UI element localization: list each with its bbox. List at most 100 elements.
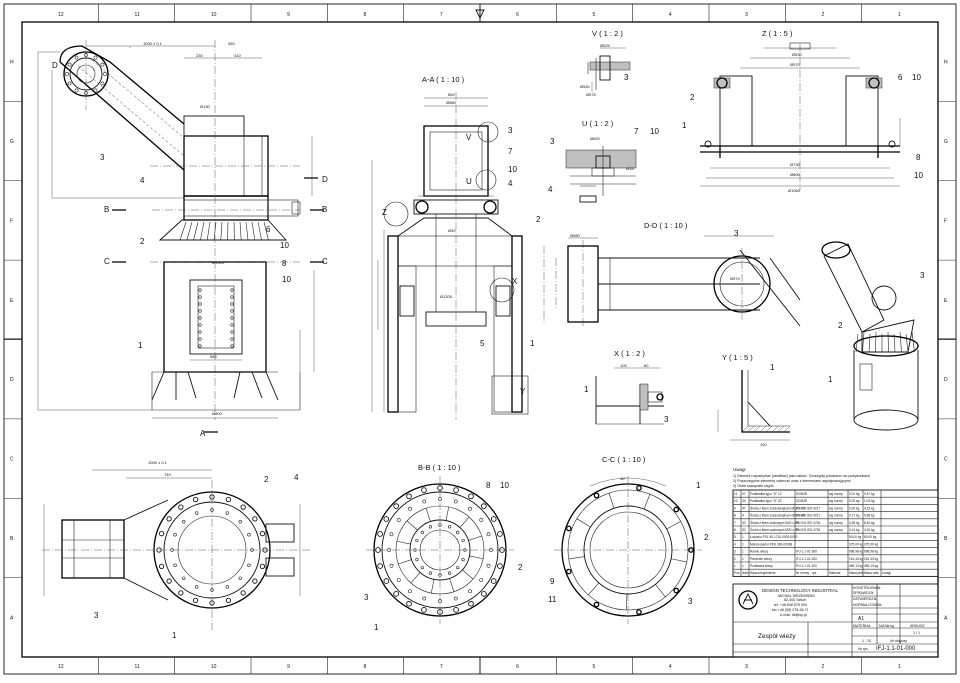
- bb-inner-bolt: [421, 566, 424, 569]
- column-number-bottom: 7: [440, 664, 443, 670]
- bom-cell: 1: [742, 550, 744, 554]
- bb-mid-bolt: [397, 518, 400, 521]
- topview-bolt-inner: [195, 586, 198, 589]
- bom-cell: 11: [734, 492, 738, 496]
- bb-inner-bolt: [429, 572, 432, 575]
- bom-cell: Podstawa wiezy: [750, 564, 773, 568]
- bb-part-1: 1: [374, 623, 379, 632]
- bb-mid-bolt: [454, 500, 457, 503]
- bb-mid-bolt: [390, 533, 393, 536]
- bb-outer-bolt: [378, 564, 383, 569]
- column-number-bottom: 5: [593, 664, 596, 670]
- row-letter-left: D: [10, 377, 14, 383]
- bom-cell: PN-EN ISO 4762: [796, 528, 820, 532]
- bom-cell: 0,68 kg: [864, 514, 875, 518]
- arm-flange-bolt: [75, 89, 78, 92]
- topview-bolt: [226, 497, 230, 501]
- detail-z-view: [700, 43, 900, 190]
- bom-cell: 375,00 kg: [864, 542, 878, 546]
- ring-rib: [187, 222, 192, 240]
- cc-rib: [644, 494, 650, 509]
- bb-inner-bolt: [429, 526, 432, 529]
- topview-bolt: [193, 497, 197, 501]
- cc-part-2: 2: [704, 533, 709, 542]
- notes-heading: Uwagi: [733, 467, 746, 472]
- label-d-right: D: [322, 175, 328, 184]
- bom-cell: 1,04 kg: [864, 499, 875, 503]
- bb-rib: [450, 578, 454, 591]
- bom-cell: 0,03 kg: [849, 499, 860, 503]
- dd-part-3: 3: [734, 229, 739, 238]
- bom-cell: Śruba z łbem walcowym M20 x 80: [750, 520, 799, 525]
- bb-rib: [468, 536, 481, 540]
- ring-rib: [200, 222, 204, 240]
- part-10-main-b: 10: [282, 275, 291, 284]
- aa-dim-d1200: Ø1200: [440, 294, 453, 299]
- bb-inner-bolt: [448, 572, 451, 575]
- hatch-bolt: [231, 310, 234, 313]
- hatch-bolt: [231, 317, 234, 320]
- topview-bolt: [241, 591, 245, 595]
- column-number-top: 2: [822, 12, 825, 18]
- hatch-bolt: [231, 289, 234, 292]
- topview-bolt: [179, 505, 183, 509]
- row-letter-left: C: [10, 457, 14, 463]
- topview-bolt: [193, 598, 197, 602]
- dim-main-1000: 1000 ± 0,1: [143, 41, 163, 46]
- column-number-top: 9: [287, 12, 290, 18]
- hatch-bolt: [231, 331, 234, 334]
- role-3: ZATWIERDZIŁ: [853, 597, 877, 601]
- column-number-top: 11: [135, 12, 140, 18]
- aa-part-7: 7: [508, 147, 513, 156]
- bom-cell: 8: [734, 514, 736, 518]
- arm-flange-bolt: [68, 63, 71, 66]
- bb-mid-bolt: [408, 507, 411, 510]
- column-number-top: 5: [593, 12, 596, 18]
- hatch-bolt: [199, 310, 202, 313]
- iso-rib: [876, 332, 877, 352]
- bb-mid-bolt: [480, 578, 483, 581]
- topview-bolt: [159, 564, 163, 568]
- column-number-top: 7: [440, 12, 443, 18]
- dim-main-d1300: Ø1300: [212, 260, 225, 265]
- bb-outer-bolt: [407, 601, 412, 606]
- bom-cell: PN-EN ISO 4762: [796, 521, 820, 525]
- bom-header-cell: Wyszczególnienie: [750, 571, 776, 575]
- bom-cell: 0,09 kg: [849, 506, 860, 510]
- cc-anchor-bolt: [637, 610, 641, 614]
- v-dim-d540: Ø540: [580, 84, 591, 89]
- label-b-right: B: [322, 205, 327, 214]
- cc-rib: [609, 493, 614, 508]
- bom-cell: 10: [734, 499, 738, 503]
- bom-cell: 1: [742, 535, 744, 539]
- bb-rib: [460, 517, 469, 527]
- y-part-1: 1: [770, 363, 775, 372]
- bom-cell: wg normy: [829, 528, 843, 532]
- scale-value: 1 : 10: [862, 639, 871, 643]
- z-dim-d530: Ø530: [792, 52, 803, 57]
- hatch-bolt: [199, 289, 202, 292]
- ring-rib: [246, 222, 248, 240]
- row-letter-right: D: [944, 377, 948, 383]
- topview-bolt: [179, 591, 183, 595]
- bom-header-cell: Nr normy - rys.: [796, 571, 817, 575]
- topview-bolt: [253, 579, 257, 583]
- hatch-bolt: [199, 317, 202, 320]
- role-2: SPRAWDZIŁ: [853, 591, 874, 595]
- hatch-bolt: [199, 296, 202, 299]
- dim-main-450: 450: [228, 41, 235, 46]
- bb-mid-bolt: [454, 597, 457, 600]
- bom-cell: S235JR: [796, 492, 808, 496]
- drawing-title: Zespół wieży: [758, 633, 796, 640]
- hatch-bolt: [199, 324, 202, 327]
- top-part-1: 1: [172, 631, 177, 640]
- cc-rib: [655, 584, 665, 597]
- bom-cell: 50,00 kg: [864, 535, 876, 539]
- bom-header-cell: Masa całk.: [864, 571, 879, 575]
- bb-inner-bolt: [421, 531, 424, 534]
- v-part-3: 3: [624, 73, 629, 82]
- hatch-bolt: [199, 331, 202, 334]
- row-letter-right: G: [944, 139, 948, 145]
- row-letter-right: A: [944, 615, 948, 621]
- section-cc-view: [554, 476, 702, 624]
